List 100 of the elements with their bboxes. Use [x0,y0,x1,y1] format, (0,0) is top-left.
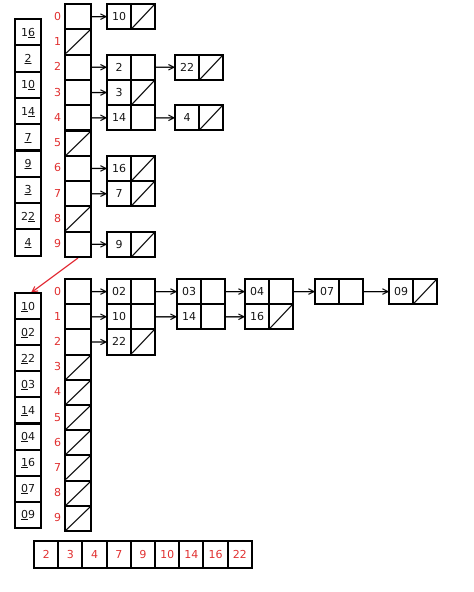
bucket-cell [64,328,92,356]
arrow [92,64,107,71]
list-node [388,278,438,306]
bucket-cell [64,54,92,81]
node-value: 2 [114,60,124,76]
array-cell: 9 [130,540,156,569]
node-value: 07 [319,284,335,300]
array-cell: 3 [57,540,84,569]
node-value: 9 [114,236,124,253]
node-value: 3 [114,85,124,102]
bucket-index: 4 [54,386,61,398]
list-node [244,303,294,330]
list-node [106,104,156,132]
list-node [314,278,364,306]
list-node [106,180,156,208]
list-node [174,54,224,81]
bucket-index: 3 [54,86,61,98]
bucket-index: 6 [54,162,61,174]
arrow [294,288,315,295]
array-cell: 4 [81,540,108,569]
arrow [92,114,107,122]
node-value: 10 [111,309,127,326]
array-cell: 2 [33,540,60,569]
bucket-cell [64,104,92,132]
array-cell: 09 [14,500,42,529]
list-node [106,154,156,182]
arrow [156,313,177,320]
bucket-index: 9 [54,512,61,524]
array-cell: 16 [202,540,229,569]
arrow [31,257,78,293]
bucket-index: 3 [54,361,61,372]
array-cell: 22 [14,202,42,230]
arrow [92,338,107,346]
array-cell: 10 [154,540,180,569]
arrow [92,241,107,248]
node-value: 09 [393,284,409,300]
list-node [106,230,156,258]
bucket-index: 7 [54,188,61,199]
arrow [226,313,245,320]
array-cell: 14 [178,540,204,569]
bucket-index: 2 [54,61,61,72]
list-node [244,278,294,306]
bucket-index: 6 [54,436,61,448]
arrow [92,313,107,320]
bucket-cell [64,180,92,208]
node-value: 10 [111,9,127,26]
bucket-index: 2 [54,336,61,347]
list-node [106,3,156,30]
arrow [92,165,107,172]
array-cell: 07 [14,474,42,503]
node-value: 14 [111,110,127,126]
arrow [226,288,245,295]
bucket-index: 4 [54,112,61,123]
arrow [92,13,107,20]
bucket-index: 9 [54,238,61,250]
arrow [92,89,107,96]
bucket-cell [64,3,92,30]
array-cell: 9 [14,150,42,178]
node-value: 16 [111,160,127,177]
bucket-index: 0 [54,10,61,22]
node-value: 7 [114,186,124,202]
arrow [92,190,107,198]
list-node [176,303,226,330]
list-node [174,104,224,132]
array-cell: 2 [14,44,42,73]
bucket-index: 5 [54,137,61,148]
arrow [364,288,389,295]
array-cell: 7 [106,540,132,569]
node-value: 14 [181,309,197,326]
array-cell: 4 [14,228,42,257]
list-node [106,328,156,356]
list-node [176,278,226,306]
bucket-index: 5 [54,412,61,423]
array-cell: 14 [14,396,42,424]
node-value: 02 [111,284,127,300]
node-value: 03 [181,284,197,300]
arrow [156,114,175,122]
list-node [106,278,156,306]
node-value: 04 [249,284,265,300]
arrow [156,64,175,71]
array-cell: 16 [14,448,42,477]
bucket-index: 1 [54,310,61,322]
bucket-index: 8 [54,213,61,224]
array-cell: 02 [14,318,42,346]
node-value: 4 [182,110,192,126]
list-node [106,303,156,330]
node-value: 16 [249,309,265,326]
bucket-cell [64,230,92,258]
array-cell: 10 [14,292,42,320]
array-cell: 16 [14,18,42,46]
array-cell: 04 [14,422,42,451]
bucket-index: 8 [54,487,61,498]
array-cell: 03 [14,370,42,398]
arrow [156,288,177,295]
array-cell: 22 [226,540,253,569]
list-node [106,54,156,81]
array-cell: 7 [14,123,42,152]
bucket-index: 7 [54,462,61,473]
array-cell: 22 [14,344,42,372]
array-cell: 10 [14,70,42,99]
